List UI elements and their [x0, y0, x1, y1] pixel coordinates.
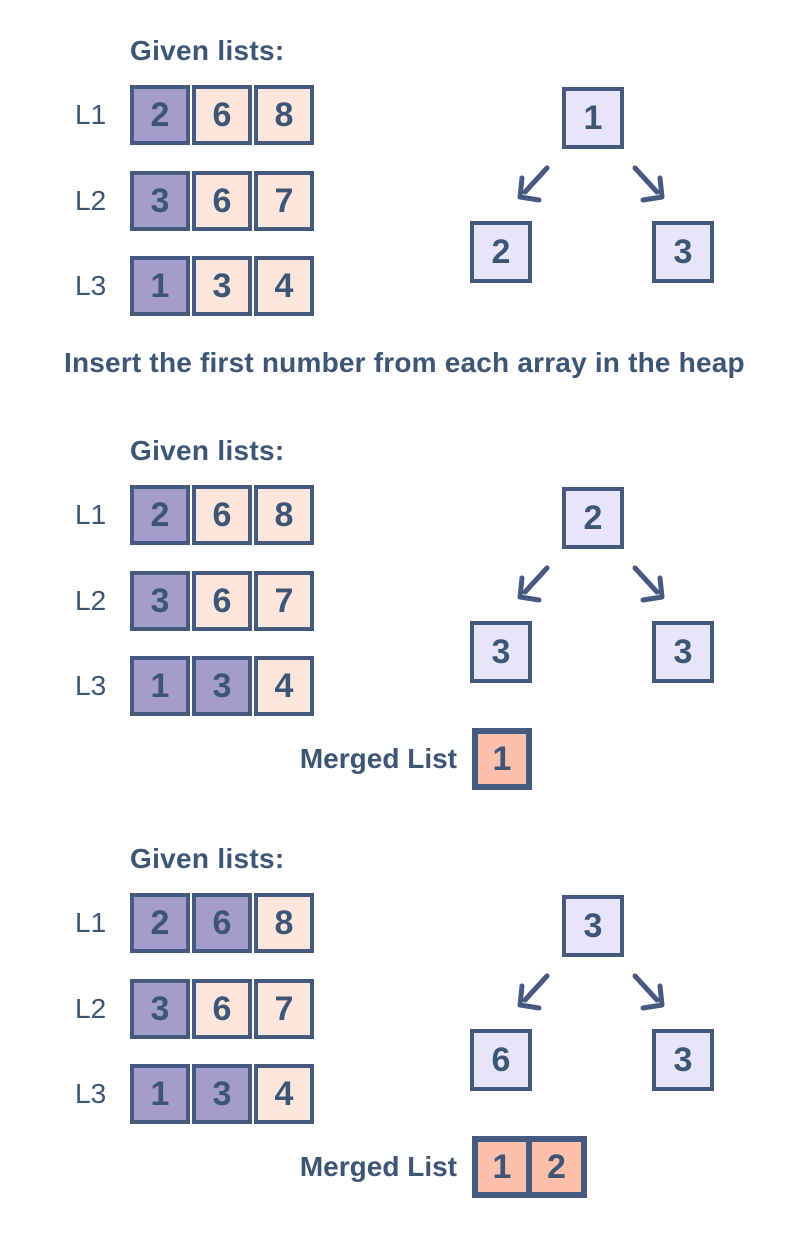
list-cell: 3: [130, 571, 190, 631]
heap-right-child-node: 3: [652, 1029, 714, 1091]
list-cell: 2: [130, 893, 190, 953]
arrow-down-right-icon: [632, 565, 665, 603]
merged-list-label: Merged List: [299, 1151, 457, 1182]
list-row: 1 3 4: [130, 1064, 314, 1124]
list-cell: 6: [192, 171, 252, 231]
arrow-down-left-icon: [517, 565, 550, 603]
section-heading: Given lists:: [130, 435, 285, 466]
merged-list: 1: [472, 728, 532, 790]
heap-left-child-node: 6: [470, 1029, 532, 1091]
list-cell: 7: [254, 571, 314, 631]
list-label: L2: [75, 585, 107, 616]
list-cell: 3: [130, 979, 190, 1039]
list-cell: 8: [254, 485, 314, 545]
list-cell: 6: [192, 485, 252, 545]
list-row: 2 6 8: [130, 893, 314, 953]
list-label: L1: [75, 499, 107, 530]
list-cell: 8: [254, 893, 314, 953]
arrow-down-left-icon: [517, 165, 550, 203]
step-panel-3: Given lists: L1 2 6 8 L2 3 6 7 L3 1 3 4 …: [0, 843, 800, 1243]
list-cell: 4: [254, 1064, 314, 1124]
merged-list-label: Merged List: [299, 743, 457, 774]
list-cell: 6: [192, 85, 252, 145]
list-cell: 6: [192, 893, 252, 953]
list-label: L1: [75, 907, 107, 938]
list-cell: 3: [192, 656, 252, 716]
list-cell: 1: [130, 1064, 190, 1124]
list-row: 1 3 4: [130, 256, 314, 316]
step-caption: Insert the first number from each array …: [64, 347, 745, 378]
list-cell: 7: [254, 171, 314, 231]
list-cell: 1: [130, 656, 190, 716]
list-cell: 7: [254, 979, 314, 1039]
heap-left-child-node: 3: [470, 621, 532, 683]
list-row: 1 3 4: [130, 656, 314, 716]
list-cell: 8: [254, 85, 314, 145]
list-row: 3 6 7: [130, 979, 314, 1039]
list-row: 2 6 8: [130, 85, 314, 145]
step-panel-2: Given lists: L1 2 6 8 L2 3 6 7 L3 1 3 4 …: [0, 435, 800, 835]
section-heading: Given lists:: [130, 843, 285, 874]
list-row: 2 6 8: [130, 485, 314, 545]
list-row: 3 6 7: [130, 571, 314, 631]
merged-list-cell: 1: [472, 728, 532, 790]
merged-list: 1 2: [472, 1136, 587, 1198]
merged-list-cell: 1: [472, 1136, 532, 1198]
list-cell: 3: [192, 256, 252, 316]
heap-right-child-node: 3: [652, 621, 714, 683]
list-cell: 2: [130, 485, 190, 545]
list-cell: 3: [192, 1064, 252, 1124]
arrow-down-right-icon: [632, 165, 665, 203]
list-label: L2: [75, 185, 107, 216]
heap-root-node: 2: [562, 487, 624, 549]
list-cell: 2: [130, 85, 190, 145]
arrow-down-right-icon: [632, 973, 665, 1011]
list-cell: 6: [192, 979, 252, 1039]
heap-left-child-node: 2: [470, 221, 532, 283]
list-cell: 4: [254, 656, 314, 716]
list-cell: 4: [254, 256, 314, 316]
list-label: L3: [75, 1078, 107, 1109]
section-heading: Given lists:: [130, 35, 285, 66]
list-label: L1: [75, 99, 107, 130]
list-label: L3: [75, 670, 107, 701]
list-label: L2: [75, 993, 107, 1024]
merged-list-cell: 2: [526, 1136, 587, 1198]
list-cell: 6: [192, 571, 252, 631]
arrow-down-left-icon: [517, 973, 550, 1011]
heap-root-node: 3: [562, 895, 624, 957]
list-label: L3: [75, 270, 107, 301]
heap-right-child-node: 3: [652, 221, 714, 283]
list-cell: 3: [130, 171, 190, 231]
list-row: 3 6 7: [130, 171, 314, 231]
list-cell: 1: [130, 256, 190, 316]
step-panel-1: Given lists: L1 2 6 8 L2 3 6 7 L3 1 3 4 …: [0, 35, 800, 430]
heap-root-node: 1: [562, 87, 624, 149]
